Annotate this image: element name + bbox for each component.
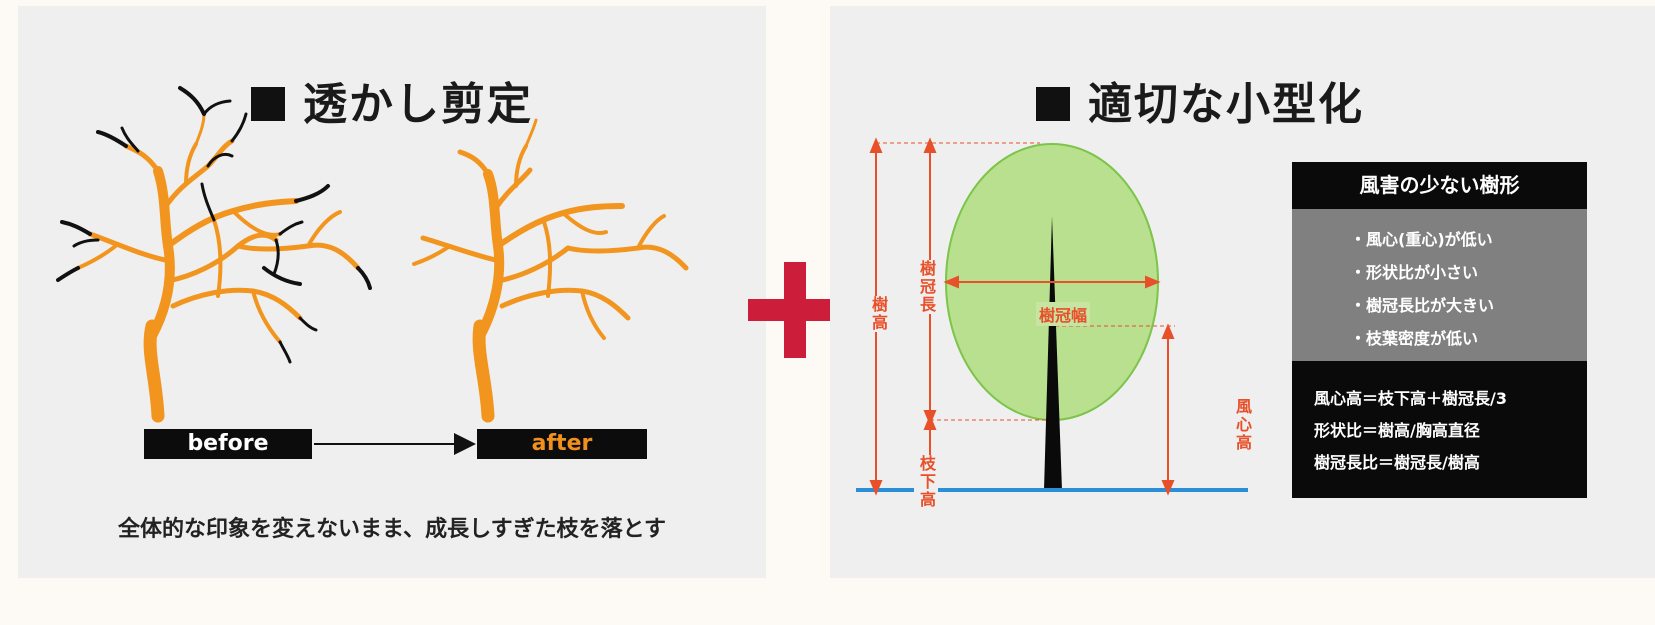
- left-title-text: 透かし剪定: [303, 79, 533, 130]
- right-panel: 適切な小型化: [830, 6, 1655, 578]
- arrow-up-icon: [869, 137, 883, 153]
- info-header: 風害の少ない樹形: [1292, 162, 1587, 209]
- arrow-line: [314, 443, 459, 445]
- arrow-down-icon: [869, 480, 883, 496]
- left-caption: 全体的な印象を変えないまま、成長しすぎた枝を落とす: [117, 517, 667, 542]
- before-tree-cut-branches: [56, 86, 372, 364]
- arrow-left-icon: [943, 275, 959, 289]
- trunk-shape: [1044, 216, 1062, 490]
- list-item: ・風心(重心)が低い: [1350, 230, 1493, 249]
- crown-width-label: 樹冠幅: [1036, 302, 1091, 326]
- right-panel-title: 適切な小型化: [830, 68, 1570, 132]
- after-label: after: [477, 429, 647, 459]
- plus-icon-horizontal: [748, 299, 842, 321]
- crown-length-label: 樹冠長: [914, 260, 938, 314]
- arrow-right-icon: [454, 433, 476, 455]
- tree-height-label: 樹高: [866, 296, 890, 332]
- wind-center-height-label: 風心高: [1230, 398, 1254, 452]
- list-item: ・枝葉密度が低い: [1350, 329, 1479, 348]
- before-tree: [76, 112, 361, 423]
- left-panel: 透かし剪定: [18, 6, 766, 578]
- tree-illustrations: [56, 86, 689, 423]
- arrow-up-icon: [923, 414, 937, 430]
- formula-item: 風心高＝枝下高＋樹冠長/3: [1314, 389, 1507, 408]
- right-title-text: 適切な小型化: [1088, 79, 1364, 130]
- list-item: ・樹冠長比が大きい: [1350, 296, 1495, 315]
- before-label: before: [144, 429, 312, 459]
- info-list: ・風心(重心)が低い ・形状比が小さい ・樹冠長比が大きい ・枝葉密度が低い: [1292, 209, 1587, 361]
- left-panel-title: 透かし剪定: [18, 68, 766, 132]
- arrow-down-icon: [1161, 480, 1175, 496]
- info-formulas: 風心高＝枝下高＋樹冠長/3 形状比＝樹高/胸高直径 樹冠長比＝樹冠長/樹高: [1292, 361, 1587, 498]
- formula-item: 樹冠長比＝樹冠長/樹高: [1314, 453, 1480, 472]
- arrow-up-icon: [1161, 323, 1175, 339]
- info-box: 風害の少ない樹形 ・風心(重心)が低い ・形状比が小さい ・樹冠長比が大きい ・…: [1292, 162, 1587, 498]
- arrow-right-icon: [1145, 275, 1161, 289]
- after-tree: [412, 118, 689, 423]
- square-bullet-icon: [1036, 87, 1070, 121]
- square-bullet-icon: [251, 87, 285, 121]
- formula-item: 形状比＝樹高/胸高直径: [1314, 421, 1480, 440]
- clear-trunk-height-label: 枝下高: [914, 455, 938, 509]
- arrow-up-icon: [923, 137, 937, 153]
- list-item: ・形状比が小さい: [1350, 263, 1479, 282]
- tree-dimension-diagram: [856, 137, 1248, 496]
